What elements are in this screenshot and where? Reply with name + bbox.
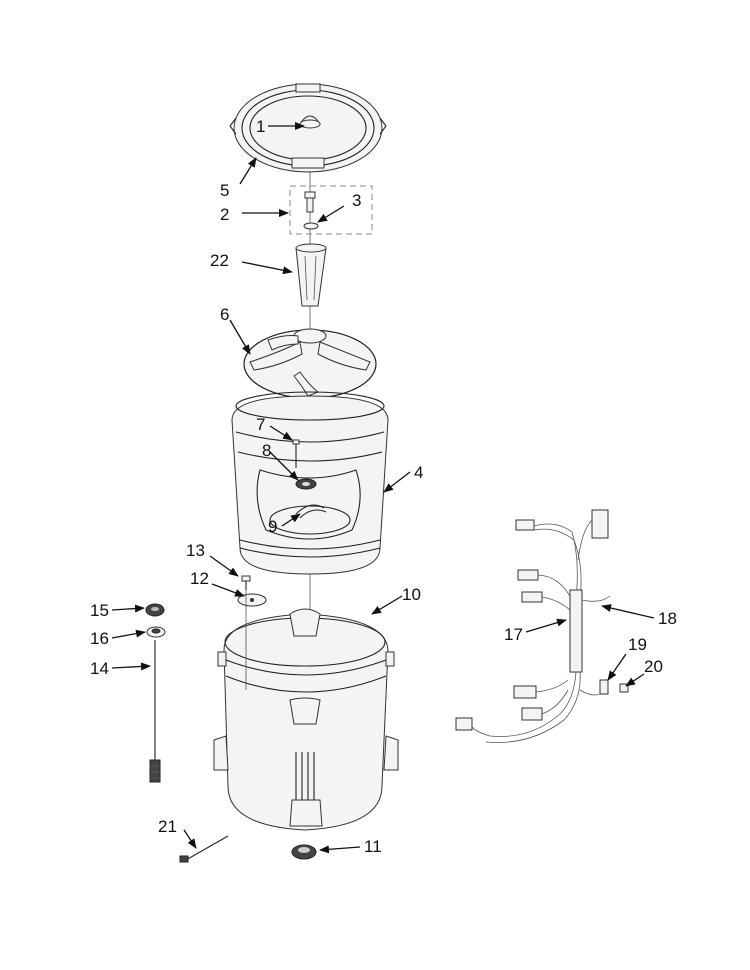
part-hub-nut: [295, 478, 317, 490]
callout-22: 22: [210, 251, 229, 270]
part-screw: [241, 575, 251, 690]
callout-12: 12: [190, 569, 209, 588]
part-tie-21: [179, 835, 229, 863]
part-impeller: [243, 328, 377, 399]
part-seal: [291, 844, 317, 860]
callout-14: 14: [90, 659, 109, 678]
leader-lines: [111, 122, 655, 854]
bolt-group-box: [289, 185, 373, 235]
callout-17: 17: [504, 625, 523, 644]
part-hub-bolt: [292, 439, 300, 468]
callout-6: 6: [220, 305, 229, 324]
callout-18: 18: [658, 609, 677, 628]
part-wire-harness: [455, 509, 629, 743]
part-bolt: [304, 191, 316, 213]
callout-labels: 1 2 3 4 5 6 7 8 9 10 11 12 13 14 15 16 1…: [90, 117, 677, 856]
callout-1: 1: [256, 117, 265, 136]
callout-20: 20: [644, 657, 663, 676]
callout-9: 9: [268, 517, 277, 536]
callout-11: 11: [364, 837, 382, 856]
callout-10: 10: [402, 585, 421, 604]
part-outer-tub: [213, 608, 399, 831]
part-rod-14: [149, 640, 161, 783]
callout-3: 3: [352, 191, 361, 210]
part-agitator-post: [295, 243, 327, 307]
part-grommet-16: [146, 626, 166, 638]
callout-8: 8: [262, 441, 271, 460]
callout-13: 13: [186, 541, 205, 560]
part-clip: [295, 504, 327, 519]
callout-15: 15: [90, 601, 109, 620]
callout-4: 4: [414, 463, 423, 482]
part-washer: [303, 222, 319, 230]
callout-7: 7: [256, 415, 265, 434]
callout-16: 16: [90, 629, 109, 648]
part-bracket: [237, 593, 267, 607]
part-cap-15: [145, 603, 165, 617]
callout-19: 19: [628, 635, 647, 654]
callout-21: 21: [158, 817, 177, 836]
callout-5: 5: [220, 181, 229, 200]
callout-2: 2: [220, 205, 229, 224]
